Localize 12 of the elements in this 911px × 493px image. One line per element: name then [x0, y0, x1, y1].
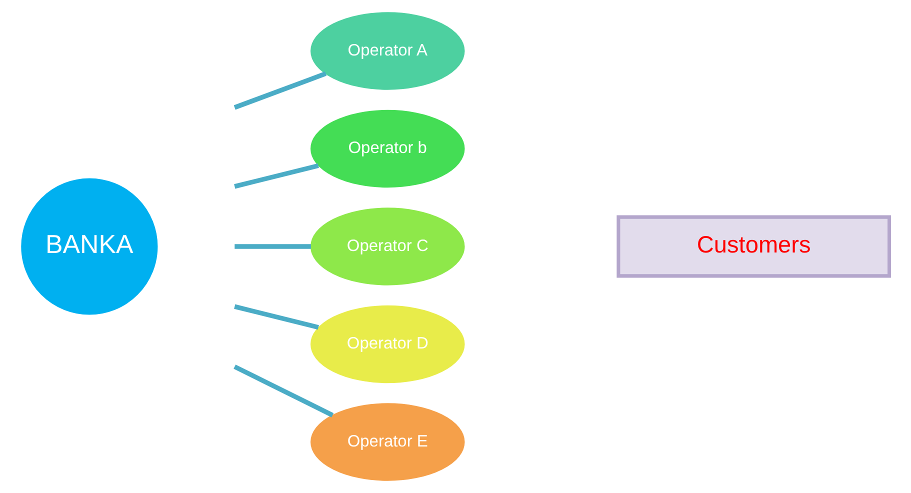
node-ellipse: Operator b: [310, 110, 465, 188]
node-ellipse: Operator C: [310, 208, 465, 286]
node-ellipse: Operator E: [310, 403, 465, 481]
connector: [234, 364, 334, 418]
connector: [234, 304, 319, 330]
connector: [234, 71, 327, 110]
node-circle: BANKA: [21, 178, 158, 315]
node-ellipse: Operator A: [310, 12, 465, 90]
node-ellipse: Operator D: [310, 305, 465, 384]
node-box: Customers: [616, 215, 892, 278]
connector: [234, 163, 319, 189]
connector: [234, 244, 311, 249]
